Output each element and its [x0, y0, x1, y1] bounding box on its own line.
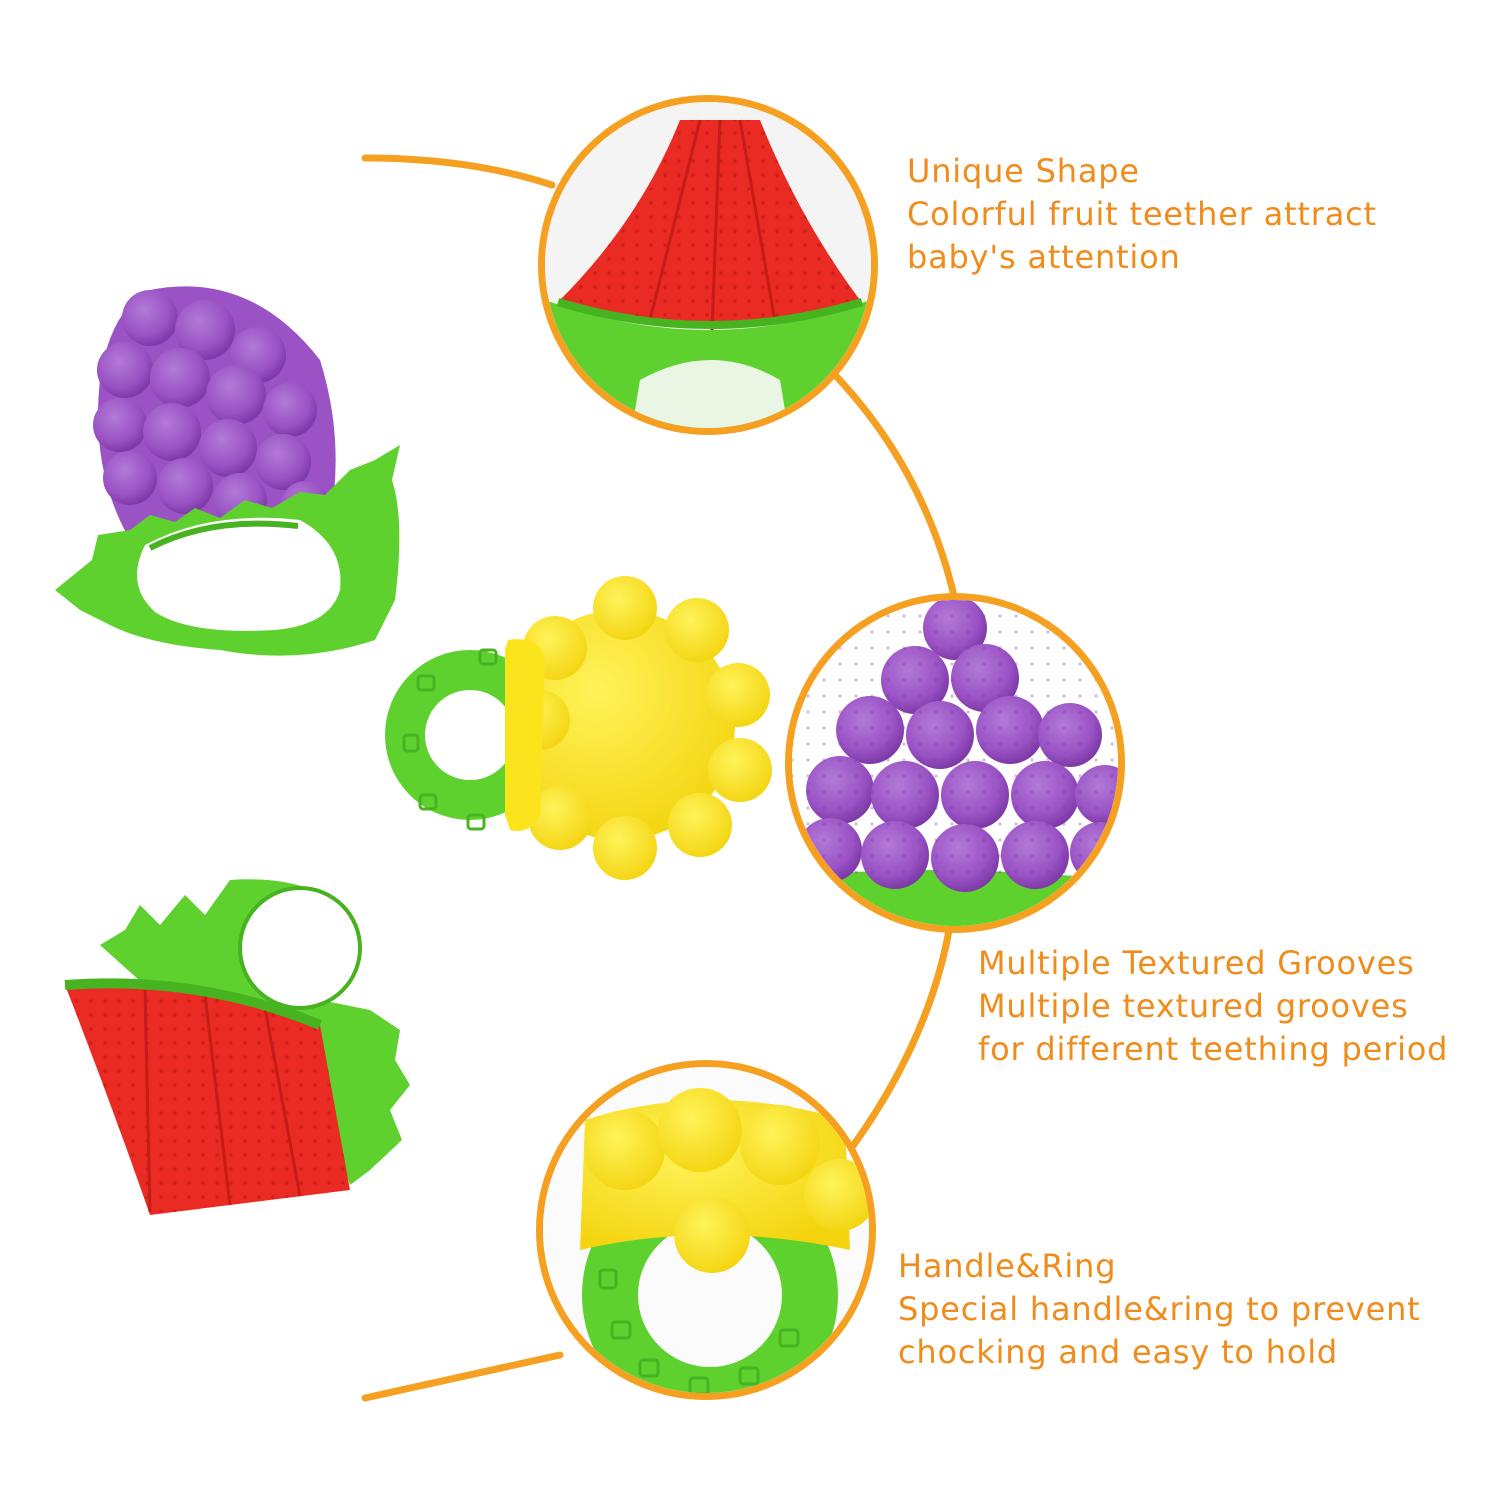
feature-desc: baby's attention	[907, 238, 1181, 276]
feature-title: Multiple Textured Grooves	[978, 944, 1415, 982]
feature-title: Unique Shape	[907, 152, 1140, 190]
feature-caption-textured-grooves: Multiple Textured Grooves Multiple textu…	[978, 942, 1448, 1071]
feature-caption-unique-shape: Unique Shape Colorful fruit teether attr…	[907, 150, 1377, 279]
grape-closeup	[785, 593, 1125, 933]
watermelon-closeup	[538, 95, 878, 435]
connector-arc	[361, 154, 959, 1402]
feature-desc: Multiple textured grooves	[978, 987, 1409, 1025]
flower-teether-icon	[385, 576, 772, 880]
feature-caption-handle-ring: Handle&Ring Special handle&ring to preve…	[898, 1245, 1421, 1374]
feature-desc: for different teething period	[978, 1030, 1449, 1068]
feature-desc: Special handle&ring to prevent	[898, 1290, 1421, 1328]
flower-ring-closeup	[536, 1060, 876, 1400]
grape-teether-icon	[55, 286, 400, 656]
watermelon-teether-icon	[64, 879, 410, 1215]
feature-title: Handle&Ring	[898, 1247, 1117, 1285]
feature-desc: Colorful fruit teether attract	[907, 195, 1377, 233]
feature-desc: chocking and easy to hold	[898, 1333, 1339, 1371]
